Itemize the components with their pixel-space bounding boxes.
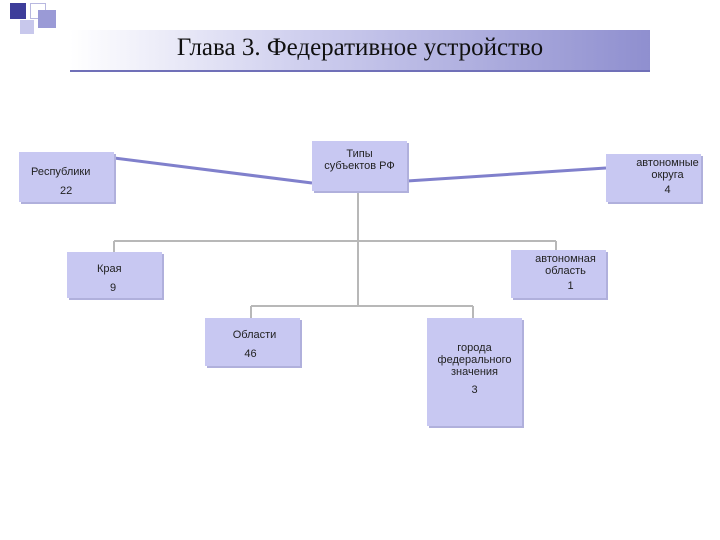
decor-square — [38, 10, 56, 28]
node-autonomous-oblast-line1: автономная — [535, 253, 596, 265]
node-root-line2: субъектов РФ — [324, 160, 395, 172]
connector-root-republics — [113, 156, 313, 185]
node-krais-label: Края — [97, 263, 122, 275]
node-oblasts-label: Области — [232, 329, 277, 341]
node-federal-cities-line1: города — [457, 342, 492, 354]
node-krais: Края 9 — [67, 252, 162, 298]
node-autonomous-oblast-count: 1 — [567, 280, 574, 292]
decor-square — [20, 20, 34, 34]
node-autonomous-okrugs: автономные округа 4 — [606, 154, 701, 202]
node-root: Типы субъектов РФ — [312, 141, 407, 191]
node-autonomous-okrugs-line2: округа — [651, 169, 684, 181]
node-autonomous-okrugs-line1: автономные — [636, 157, 699, 169]
node-republics-label: Республики — [31, 166, 91, 178]
node-root-line1: Типы — [346, 148, 373, 160]
node-autonomous-oblast-line2: область — [545, 265, 586, 277]
page-title: Глава 3. Федеративное устройство — [176, 34, 544, 61]
node-federal-cities: города федерального значения 3 — [427, 318, 522, 426]
node-krais-count: 9 — [110, 282, 117, 294]
connector-root-okrugs — [406, 166, 607, 183]
node-oblasts: Области 46 — [205, 318, 300, 366]
node-federal-cities-line2: федерального — [437, 354, 512, 366]
node-autonomous-oblast: автономная область 1 — [511, 250, 606, 298]
node-republics: Республики 22 — [19, 152, 114, 202]
node-autonomous-okrugs-count: 4 — [664, 184, 671, 196]
node-republics-count: 22 — [60, 185, 73, 197]
node-federal-cities-line3: значения — [450, 366, 499, 378]
title-bar — [70, 30, 650, 72]
node-oblasts-count: 46 — [244, 348, 257, 360]
node-federal-cities-count: 3 — [471, 384, 478, 396]
decor-square — [10, 3, 26, 19]
